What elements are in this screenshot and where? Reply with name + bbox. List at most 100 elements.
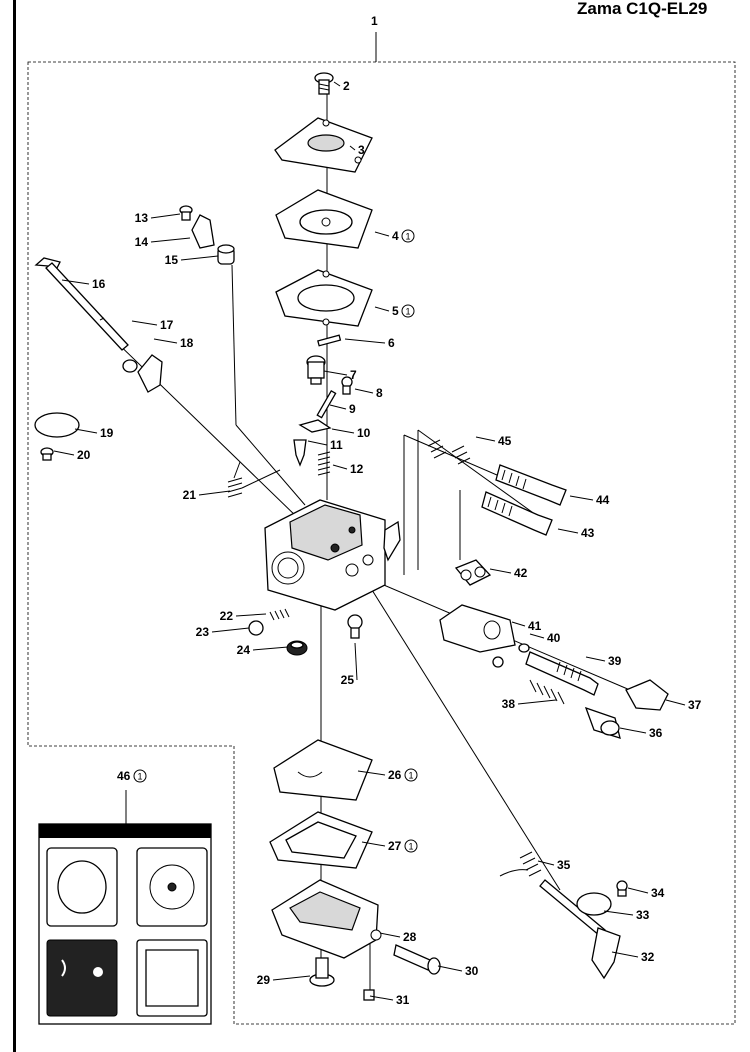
callout-14-leader — [150, 237, 191, 243]
callout-23-label[interactable]: 23 — [196, 625, 210, 639]
callout-37[interactable]: 37 — [665, 698, 702, 712]
callout-16[interactable]: 16 — [61, 277, 106, 291]
callout-28-label[interactable]: 28 — [403, 930, 417, 944]
callout-25[interactable]: 25 — [341, 642, 358, 687]
callout-12[interactable]: 12 — [332, 462, 364, 476]
callout-19[interactable]: 19 — [74, 426, 114, 440]
callout-21[interactable]: 21 — [183, 488, 231, 502]
callout-21-label[interactable]: 21 — [183, 488, 197, 502]
callout-43-label[interactable]: 43 — [581, 526, 595, 540]
callout-17[interactable]: 17 — [131, 318, 174, 332]
callout-15[interactable]: 15 — [165, 253, 219, 267]
callout-14[interactable]: 14 — [135, 235, 191, 249]
callout-15-label[interactable]: 15 — [165, 253, 179, 267]
callout-22-label[interactable]: 22 — [220, 609, 234, 623]
callout-18[interactable]: 18 — [153, 336, 194, 350]
callout-42-label[interactable]: 42 — [514, 566, 528, 580]
callout-9-label[interactable]: 9 — [349, 402, 356, 416]
callout-43[interactable]: 43 — [557, 526, 595, 540]
part-39-needle — [525, 651, 599, 696]
callout-12-label[interactable]: 12 — [350, 462, 364, 476]
callout-20-label[interactable]: 20 — [77, 448, 91, 462]
callout-13[interactable]: 13 — [135, 211, 181, 225]
callout-32-label[interactable]: 32 — [641, 950, 655, 964]
callout-40-label[interactable]: 40 — [547, 631, 561, 645]
callout-31[interactable]: 31 — [369, 993, 410, 1007]
callout-10[interactable]: 10 — [331, 426, 371, 440]
callout-39[interactable]: 39 — [585, 654, 622, 668]
callout-35-label[interactable]: 35 — [557, 858, 571, 872]
callout-19-leader — [74, 428, 98, 434]
callout-33[interactable]: 33 — [603, 908, 650, 922]
callout-13-label[interactable]: 13 — [135, 211, 149, 225]
callout-18-label[interactable]: 18 — [180, 336, 194, 350]
callout-46-label[interactable]: 46 — [117, 769, 131, 783]
callout-17-label[interactable]: 17 — [160, 318, 174, 332]
callout-45-label[interactable]: 45 — [498, 434, 512, 448]
callout-7-label[interactable]: 7 — [350, 368, 357, 382]
callout-16-label[interactable]: 16 — [92, 277, 106, 291]
callout-24-label[interactable]: 24 — [237, 643, 251, 657]
callout-24[interactable]: 24 — [237, 643, 289, 657]
callout-3[interactable]: 3 — [349, 143, 365, 157]
callout-35[interactable]: 35 — [537, 858, 571, 872]
callout-6[interactable]: 6 — [344, 336, 395, 350]
callout-11-label[interactable]: 11 — [330, 438, 343, 452]
callout-32-leader — [611, 951, 639, 958]
callout-34-label[interactable]: 34 — [651, 886, 665, 900]
callout-15-leader — [180, 255, 219, 261]
callout-33-label[interactable]: 33 — [636, 908, 650, 922]
callout-40[interactable]: 40 — [529, 631, 561, 645]
callout-19-label[interactable]: 19 — [100, 426, 114, 440]
callout-30[interactable]: 30 — [437, 964, 479, 978]
callout-11-leader — [307, 440, 328, 446]
callout-36[interactable]: 36 — [619, 726, 663, 740]
callout-7[interactable]: 7 — [323, 368, 357, 382]
callout-11[interactable]: 11 — [307, 438, 343, 452]
callout-9[interactable]: 9 — [329, 402, 356, 416]
callout-28[interactable]: 28 — [379, 930, 417, 944]
callout-29[interactable]: 29 — [257, 973, 311, 987]
callout-32[interactable]: 32 — [611, 950, 655, 964]
callout-38-label[interactable]: 38 — [502, 697, 516, 711]
callout-25-label[interactable]: 25 — [341, 673, 355, 687]
callout-37-label[interactable]: 37 — [688, 698, 702, 712]
callout-10-label[interactable]: 10 — [357, 426, 371, 440]
callout-30-label[interactable]: 30 — [465, 964, 479, 978]
callout-45[interactable]: 45 — [475, 434, 512, 448]
callout-38[interactable]: 38 — [502, 697, 557, 711]
callout-2[interactable]: 2 — [333, 79, 350, 93]
callout-23[interactable]: 23 — [196, 625, 250, 639]
callout-44-label[interactable]: 44 — [596, 493, 610, 507]
callout-44[interactable]: 44 — [569, 493, 610, 507]
callout-36-label[interactable]: 36 — [649, 726, 663, 740]
callout-5-label[interactable]: 5 — [392, 304, 399, 318]
callout-8-label[interactable]: 8 — [376, 386, 383, 400]
callout-41-label[interactable]: 41 — [528, 619, 542, 633]
callout-14-label[interactable]: 14 — [135, 235, 149, 249]
callout-41[interactable]: 41 — [511, 619, 542, 633]
callout-42[interactable]: 42 — [489, 566, 528, 580]
callout-26-label[interactable]: 26 — [388, 768, 402, 782]
part-19-choke-plate — [34, 412, 80, 438]
callout-2-label[interactable]: 2 — [343, 79, 350, 93]
part-16-choke-shaft — [34, 257, 129, 351]
callout-22[interactable]: 22 — [220, 609, 267, 623]
callout-39-label[interactable]: 39 — [608, 654, 622, 668]
callout-34[interactable]: 34 — [627, 886, 665, 900]
kit-46-box — [38, 790, 212, 1025]
callout-4-label[interactable]: 4 — [392, 229, 399, 243]
callout-20[interactable]: 20 — [53, 448, 91, 462]
callout-1[interactable]: 1 — [371, 14, 378, 28]
callout-27-label[interactable]: 27 — [388, 839, 402, 853]
callout-29-label[interactable]: 29 — [257, 973, 271, 987]
callout-6-label[interactable]: 6 — [388, 336, 395, 350]
callout-31-label[interactable]: 31 — [396, 993, 410, 1007]
callout-8[interactable]: 8 — [354, 386, 383, 400]
callout-3-label[interactable]: 3 — [358, 143, 365, 157]
